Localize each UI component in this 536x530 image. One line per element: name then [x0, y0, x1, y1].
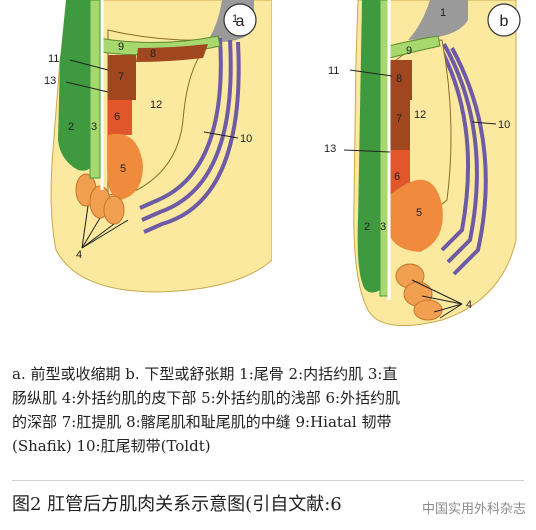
label-2: 2 [364, 221, 370, 233]
label-12: 12 [414, 109, 426, 121]
panel-letter: a [236, 13, 245, 30]
label-1: 1 [440, 7, 446, 19]
label-9: 9 [118, 41, 124, 53]
diagram-panel-b: b 1 2 3 4 5 6 7 8 9 10 11 12 13 [324, 0, 521, 327]
label-6: 6 [394, 171, 400, 183]
label-7: 7 [396, 113, 402, 125]
subcutaneous-external-sphincter [75, 173, 125, 225]
label-7: 7 [118, 71, 124, 83]
label-11: 11 [48, 53, 59, 65]
figure-caption: a. 前型或收缩期 b. 下型或舒张期 1:尾骨 2:内括约肌 3:直 肠纵肌 … [12, 362, 524, 458]
label-1: 1 [232, 13, 238, 25]
leader-lines [343, 69, 497, 319]
caption-line-3: 的深部 7:肛提肌 8:髂尾肌和耻尾肌的中缝 9:Hiatal 韧带 [12, 413, 392, 431]
levator-ani [108, 55, 136, 100]
coccyx [408, 0, 468, 40]
raphe-band [390, 60, 412, 100]
leader-lines [65, 59, 239, 249]
label-4: 4 [76, 249, 82, 261]
label-8: 8 [396, 73, 402, 85]
caption-divider [12, 480, 524, 481]
label-11: 11 [328, 65, 339, 77]
label-12: 12 [150, 99, 162, 111]
anococcygeal-ligament [139, 37, 241, 234]
label-3: 3 [91, 121, 97, 133]
caption-line-2: 肠纵肌 4:外括约肌的皮下部 5:外括约肌的浅部 6:外括约肌 [12, 389, 401, 407]
label-13: 13 [44, 75, 56, 87]
label-10: 10 [240, 133, 252, 145]
label-13: 13 [324, 143, 336, 155]
label-9: 9 [406, 45, 412, 57]
figure-title: 图2 肛管后方肌肉关系示意图(引自文献:6 [12, 494, 342, 515]
internal-sphincter [58, 0, 90, 171]
levator-ani [390, 100, 410, 150]
superficial-external-sphincter [388, 179, 443, 252]
hiatal-ligament [379, 35, 441, 61]
longitudinal-muscle [379, 0, 389, 297]
panel-letter-badge [487, 3, 521, 37]
superficial-external-sphincter [107, 133, 143, 200]
panel-letter-badge [223, 3, 257, 37]
deep-external-sphincter [108, 100, 132, 135]
label-10: 10 [498, 119, 510, 131]
label-4: 4 [466, 299, 472, 311]
caption-line-1: a. 前型或收缩期 b. 下型或舒张期 1:尾骨 2:内括约肌 3:直 [12, 365, 398, 383]
label-5: 5 [120, 163, 126, 175]
label-3: 3 [380, 221, 386, 233]
watermark: 中国实用外科杂志 [421, 501, 526, 516]
diagram-panel-a: a 1 2 3 4 5 6 7 8 9 10 11 12 13 [44, 0, 272, 293]
label-8: 8 [150, 48, 156, 60]
panel-letter: b [500, 13, 509, 30]
caption-line-4: (Shafik) 10:肛尾韧带(Toldt) [12, 437, 211, 455]
label-5: 5 [416, 207, 422, 219]
label-6: 6 [114, 111, 120, 123]
raphe-band [136, 44, 208, 62]
label-2: 2 [68, 121, 74, 133]
anococcygeal-ligament [434, 39, 488, 276]
